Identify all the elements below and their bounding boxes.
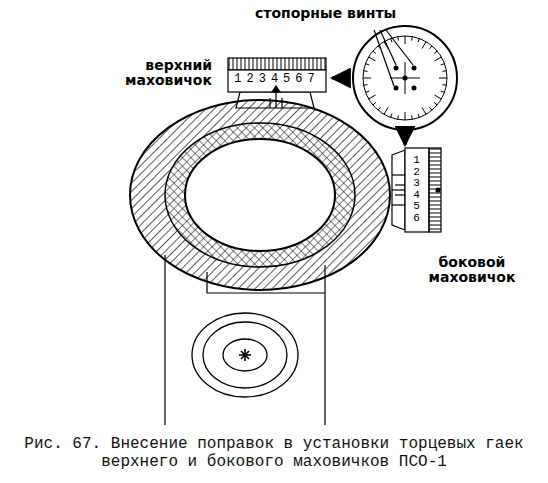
scale-digits: 1234567 (228, 72, 326, 86)
drawing-stroke (363, 36, 447, 120)
drawing-stroke (164, 255, 165, 425)
drawing-stroke (364, 84, 368, 86)
drawing-stroke (395, 184, 405, 185)
drawing-stroke (403, 76, 408, 81)
bottom-cap (192, 313, 298, 397)
drawing-stroke (397, 115, 399, 119)
drawing-stroke (418, 39, 419, 43)
drawing-stroke (391, 39, 392, 43)
drawing-stroke (374, 30, 394, 86)
drawing-stroke (165, 123, 355, 267)
drawing-stroke (394, 66, 399, 71)
drawing-stroke (434, 51, 437, 54)
drawing-stroke (363, 36, 447, 120)
drawing-stroke (192, 313, 298, 397)
drawing-stroke (380, 30, 396, 65)
drawing-stroke (130, 100, 390, 290)
drawing-stroke (373, 51, 376, 54)
drawing-stroke (397, 37, 399, 41)
drawing-stroke (366, 64, 370, 65)
drawing-stroke (239, 349, 251, 361)
drawing-stroke (203, 322, 287, 388)
drawing-stroke (373, 102, 376, 105)
drawing-stroke (442, 84, 446, 86)
drawing-stroke (130, 100, 390, 290)
drawing-stroke (364, 70, 368, 72)
drawing-stroke (223, 339, 267, 371)
drawing-stroke (405, 148, 429, 232)
drawing-stroke (442, 70, 446, 72)
drawing-stroke (332, 77, 350, 80)
lock-screws (394, 66, 417, 91)
drawing-stroke (436, 188, 440, 192)
drawing-stroke (405, 112, 406, 120)
drawing-stroke (353, 26, 457, 130)
drawing-stroke (369, 57, 376, 61)
drawing-stroke (412, 66, 417, 71)
drawing-stroke (392, 189, 405, 190)
drawing-stroke (391, 114, 392, 118)
screw-label: стопорные винты (255, 6, 405, 21)
drawing-stroke (434, 95, 441, 99)
drawing-stroke (366, 91, 370, 92)
eyepiece-ring (130, 100, 390, 290)
top-handwheel-label: верхний маховичок (100, 58, 212, 87)
drawing-stroke (384, 107, 388, 114)
drawing-stroke (392, 204, 405, 205)
drawing-stroke (441, 64, 445, 65)
end-nut-dial (353, 26, 457, 130)
drawing-stroke (394, 86, 399, 91)
drawing-stroke (369, 95, 376, 99)
drawing-stroke (228, 58, 326, 70)
drawing-stroke (422, 42, 426, 49)
drawing-stroke (411, 37, 413, 41)
drawing-stroke (228, 70, 326, 92)
drawing-stroke (386, 30, 413, 65)
drawing-stroke (439, 78, 447, 79)
drawing-stroke (392, 150, 405, 230)
drawing-stroke (412, 86, 417, 91)
leader-lines (332, 30, 413, 145)
scale-digits-vertical: 123456 (411, 155, 422, 224)
drawing-stroke (404, 132, 407, 145)
drawing-stroke (422, 107, 426, 114)
drawing-stroke (429, 107, 432, 110)
drawing-stroke (165, 123, 355, 267)
drawing-stroke (378, 107, 381, 110)
drawing-stroke (429, 46, 432, 49)
drawing-stroke (418, 114, 419, 118)
drawing-stroke (429, 148, 441, 232)
drawing-stroke (405, 36, 406, 44)
drawing-stroke (185, 139, 335, 251)
drawing-stroke (392, 174, 405, 175)
side-drum (392, 148, 441, 232)
drawing-stroke (272, 86, 280, 92)
drawing-stroke (434, 57, 441, 61)
drawing-stroke (395, 194, 405, 195)
side-handwheel-label: боковой маховичок (412, 255, 532, 284)
drawing-stroke (441, 91, 445, 92)
drawing-stroke (363, 78, 371, 79)
drawing-stroke (434, 102, 437, 105)
figure-caption: Рис. 67. Внесение поправок в установки т… (14, 436, 534, 471)
drawing-stroke (411, 115, 413, 119)
